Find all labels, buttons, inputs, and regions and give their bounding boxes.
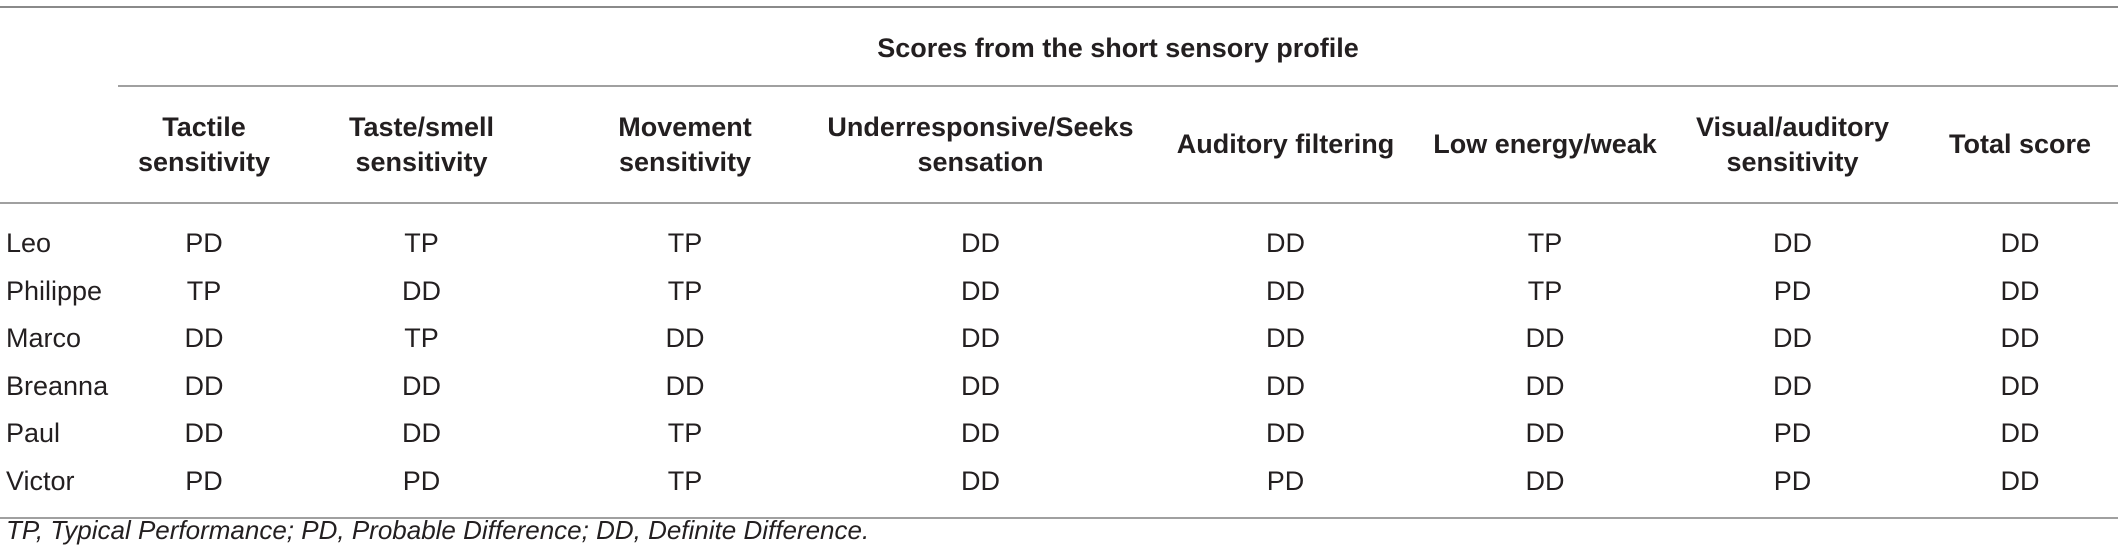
table-cell: DD (665, 370, 705, 401)
table-cell: DD (1266, 418, 1305, 449)
column-header-row: Tactile sensitivity Taste/smell sensitiv… (0, 86, 2118, 204)
table-cell: DD (961, 275, 1000, 306)
table-cell: TP (667, 275, 703, 306)
table-cell: DD (961, 228, 1000, 259)
column-header-underresponsive: Underresponsive/Seeks sensation (817, 86, 1144, 204)
table-cell: PD (185, 228, 223, 259)
row-name: Paul (6, 418, 61, 449)
row-name: Breanna (6, 370, 109, 401)
table-cell: DD (1773, 228, 1812, 259)
table-cell: DD (1525, 323, 1565, 354)
table-cell: DD (1427, 457, 1663, 519)
group-header-row: Scores from the short sensory profile (0, 6, 2118, 87)
row-name: Marco (6, 323, 82, 354)
table-cell: TP (1527, 228, 1563, 259)
column-header-low-energy: Low energy/weak (1427, 86, 1663, 204)
table-row: Victor PD PD TP DD PD DD PD DD (0, 457, 2118, 519)
table-cell: TP (667, 418, 703, 449)
column-header-taste-smell: Taste/smell sensitivity (290, 86, 553, 204)
row-name: Leo (6, 228, 52, 259)
table-cell: DD (961, 370, 1000, 401)
row-name: Philippe (6, 275, 103, 306)
table-cell: DD (2000, 418, 2040, 449)
table-cell: PD (1663, 457, 1922, 519)
table-cell: DD (1773, 323, 1812, 354)
table-cell: TP (404, 228, 439, 259)
table-cell: DD (2000, 370, 2040, 401)
table-cell: DD (1525, 418, 1565, 449)
table-footnote: TP, Typical Performance; PD, Probable Di… (6, 515, 870, 545)
table-row: Philippe TP DD TP DD DD TP PD DD (0, 268, 2118, 316)
table-row: Marco DD TP DD DD DD DD DD DD (0, 315, 2118, 363)
table-cell: DD (184, 418, 224, 449)
column-header-movement: Movement sensitivity (553, 86, 817, 204)
table-cell: DD (184, 323, 224, 354)
sensory-profile-table: Scores from the short sensory profile Ta… (0, 6, 2118, 519)
table-cell: TP (404, 323, 439, 354)
group-header-spacer (0, 6, 118, 86)
table-cell: PD (1773, 418, 1812, 449)
table-cell: PD (290, 457, 553, 519)
table-cell: TP (1527, 275, 1563, 306)
table-cell: DD (2000, 228, 2040, 259)
table-cell: DD (665, 323, 705, 354)
table-row: Leo PD TP TP DD DD TP DD DD (0, 203, 2118, 268)
table-row: Paul DD DD TP DD DD DD PD DD (0, 410, 2118, 458)
column-header-tactile: Tactile sensitivity (118, 86, 290, 204)
table-cell: PD (1773, 275, 1812, 306)
table-cell: DD (817, 457, 1144, 519)
table-cell: DD (2000, 323, 2040, 354)
column-header-visual-auditory: Visual/auditory sensitivity (1663, 86, 1922, 204)
row-name: Victor (0, 457, 118, 519)
table-cell: PD (1144, 457, 1427, 519)
table-cell: DD (402, 370, 441, 401)
table-cell: DD (184, 370, 224, 401)
table-cell: TP (553, 457, 817, 519)
table-cell: DD (1266, 323, 1305, 354)
table-cell: DD (2000, 275, 2040, 306)
table-row: Breanna DD DD DD DD DD DD DD DD (0, 363, 2118, 411)
table-cell: DD (961, 418, 1000, 449)
group-header-title: Scores from the short sensory profile (118, 6, 2118, 87)
table-cell: DD (1525, 370, 1565, 401)
table-cell: TP (186, 275, 222, 306)
table-cell: PD (118, 457, 290, 519)
column-header-auditory-filtering: Auditory filtering (1144, 86, 1427, 204)
table-cell: DD (1266, 228, 1305, 259)
table-cell: TP (667, 228, 703, 259)
table-cell: DD (402, 418, 441, 449)
table-cell: DD (1922, 457, 2118, 519)
table-cell: DD (1266, 370, 1305, 401)
table-cell: DD (1266, 275, 1305, 306)
column-header-name (0, 86, 118, 204)
table-cell: DD (402, 275, 441, 306)
column-header-total-score: Total score (1922, 86, 2118, 204)
table-cell: DD (1773, 370, 1812, 401)
table-cell: DD (961, 323, 1000, 354)
